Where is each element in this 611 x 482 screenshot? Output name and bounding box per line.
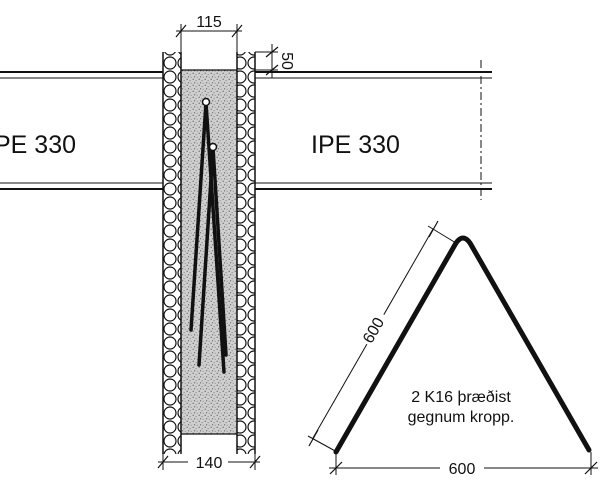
dimension-cover-label: 50	[278, 52, 295, 70]
beam-right: IPE 330	[251, 60, 492, 200]
beam-left: PE 330	[0, 71, 165, 190]
masonry-right	[237, 52, 255, 454]
rebar-note-line1: 2 K16 þræðist	[411, 389, 511, 406]
column-section	[162, 52, 256, 454]
masonry-left	[163, 52, 181, 454]
dimension-core-width: 115	[175, 14, 243, 52]
dimension-bar-base-label: 600	[449, 461, 476, 478]
rebars-in-core	[189, 97, 228, 374]
rebar-note-line2: gegnum kropp.	[408, 409, 515, 426]
bent-rebar-shape	[333, 235, 592, 455]
dimension-wall-width: 140	[157, 452, 261, 472]
beam-left-label: PE 330	[0, 131, 76, 159]
dimension-cover: 50	[255, 44, 295, 78]
rebar-bend-detail: 600 600 2 K16 þræðist gegnum kropp.	[307, 220, 598, 478]
beam-right-label: IPE 330	[311, 131, 400, 159]
dimension-wall-width-label: 140	[196, 455, 223, 472]
dimension-core-width-label: 115	[196, 14, 222, 31]
